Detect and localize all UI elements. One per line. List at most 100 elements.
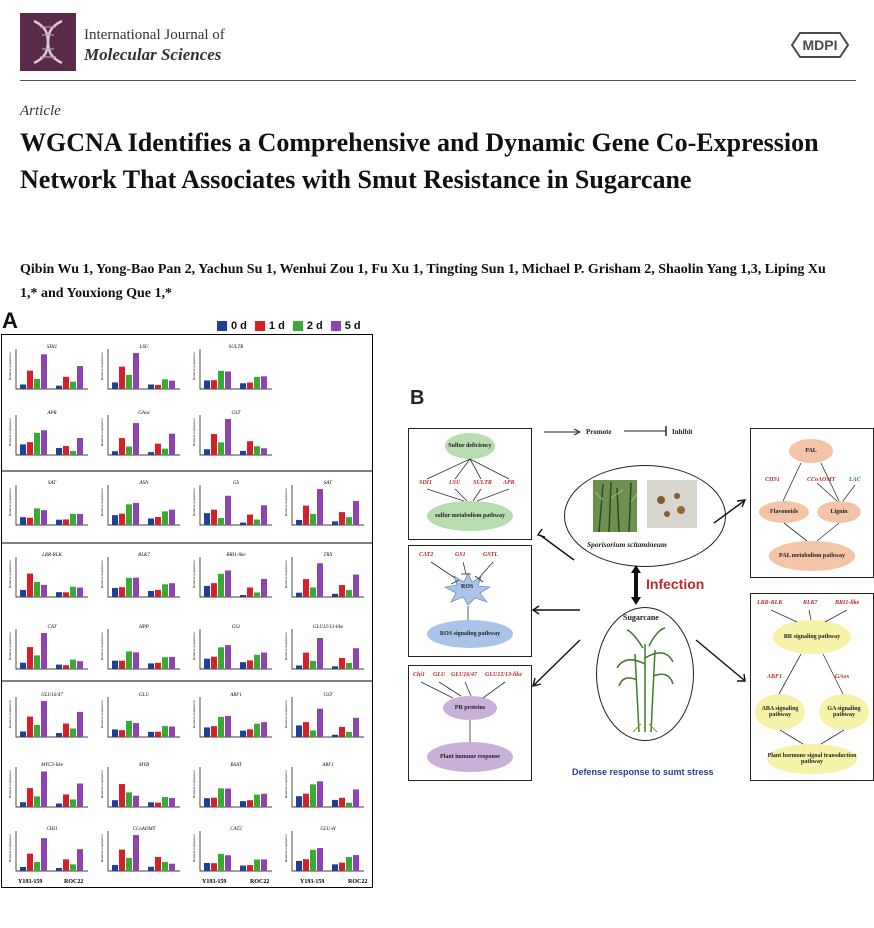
expression-bar: [119, 587, 125, 597]
defense-response-caption: Defense response to sumt stress: [572, 767, 714, 777]
chart-ylabel: Relative expression: [100, 700, 104, 728]
expression-bar: [332, 593, 338, 597]
expression-bar: [353, 648, 359, 669]
expression-bar: [247, 865, 253, 871]
ros-signaling-box: CAT2 GS1 GSTL ROS ROS signaling pathway: [408, 545, 532, 657]
expression-bar: [112, 515, 118, 525]
chart-gene-title: CCoAOMT: [133, 827, 157, 832]
expression-bar: [211, 583, 217, 597]
gene-lrr-rlk: LRR-RLK: [757, 600, 783, 606]
expression-bar: [261, 376, 267, 389]
chart-ylabel: Relative expression: [192, 700, 196, 728]
expression-bar: [247, 660, 253, 669]
aba-signaling-node: ABA signaling pathway: [755, 694, 805, 730]
expression-bar: [119, 438, 125, 455]
expression-bar: [303, 652, 309, 669]
expression-bar: [63, 446, 69, 455]
expression-bar: [240, 730, 246, 737]
expression-bar: [133, 795, 139, 807]
chart-gene-title: ABF1: [229, 693, 242, 698]
expression-bar: [218, 517, 224, 525]
expression-bar: [112, 660, 118, 669]
chart-ylabel: Relative expression: [284, 560, 288, 588]
expression-bar: [34, 378, 40, 389]
sugarcane-plant-icon: [616, 627, 674, 733]
publisher-logo[interactable]: MDPI: [788, 28, 852, 62]
expression-bar: [204, 513, 210, 525]
expression-bar: [169, 798, 175, 807]
lignin-node: Lignin: [817, 501, 861, 523]
expression-bar: [310, 784, 316, 807]
chart-gene-title: GLU12/13-like: [313, 625, 344, 630]
gene-gstl: GSTL: [483, 552, 498, 558]
expression-bar: [41, 701, 47, 737]
x-group-label: Y193-159: [202, 879, 226, 885]
expression-bar: [20, 444, 26, 455]
expression-bar: [240, 865, 246, 871]
expression-bar: [77, 366, 83, 389]
legend-swatch: [292, 321, 303, 331]
expression-bar: [296, 665, 302, 669]
expression-bar: [112, 451, 118, 455]
chart-gene-title: ASN: [139, 481, 150, 486]
legend-label: 0 d: [231, 320, 247, 332]
expression-bar: [27, 716, 33, 737]
expression-bar: [162, 861, 168, 871]
legend-label: 2 d: [306, 320, 323, 332]
journal-name-line1: International Journal of: [84, 27, 225, 43]
inhibit-label: Inhibit: [672, 428, 693, 436]
expression-bar: [303, 722, 309, 737]
expression-bar: [218, 370, 224, 389]
chart-ylabel: Relative expression: [8, 700, 12, 728]
expression-bar: [56, 733, 62, 737]
chart-gene-title: BRI1-like: [226, 553, 246, 558]
expression-bar: [56, 803, 62, 807]
pathogen-name: Sporisorium scitamineum: [587, 540, 667, 549]
ros-arrows: [430, 561, 494, 620]
expression-bar: [303, 505, 309, 525]
expression-bar: [332, 521, 338, 525]
expression-bar: [317, 637, 323, 669]
expression-bar: [310, 587, 316, 597]
expression-bar: [155, 856, 161, 871]
expression-bar: [34, 861, 40, 871]
gene-chi1: Chi1: [413, 672, 426, 678]
expression-bar: [27, 442, 33, 455]
chart-ylabel: Relative expression: [284, 700, 288, 728]
expression-bar: [240, 662, 246, 669]
chart-ylabel: Relative expression: [8, 560, 12, 588]
chart-gene-title: CAT: [48, 625, 58, 630]
expression-bar: [148, 866, 154, 871]
expression-bar: [155, 662, 161, 669]
expression-bar: [126, 577, 132, 597]
expression-bar: [247, 587, 253, 597]
chart-ylabel: Relative expression: [100, 418, 104, 446]
expression-bar: [119, 784, 125, 807]
ros-label: ROS: [461, 584, 474, 590]
expression-bar: [261, 793, 267, 807]
expression-bar: [112, 864, 118, 871]
chart-ylabel: Relative expression: [192, 488, 196, 516]
paper-title: WGCNA Identifies a Comprehensive and Dyn…: [20, 128, 819, 194]
chart-gene-title: APR: [46, 411, 56, 416]
expression-bar: [225, 495, 231, 525]
expression-bar: [332, 734, 338, 737]
expression-bar: [225, 715, 231, 737]
expression-bar: [155, 516, 161, 525]
expression-bar: [204, 727, 210, 737]
sugarcane-label: Sugarcane: [623, 613, 659, 622]
journal-logo: [20, 13, 76, 71]
expression-bar: [41, 633, 47, 669]
chart-gene-title: GLU16/47: [41, 693, 63, 698]
expression-bar: [254, 723, 260, 737]
